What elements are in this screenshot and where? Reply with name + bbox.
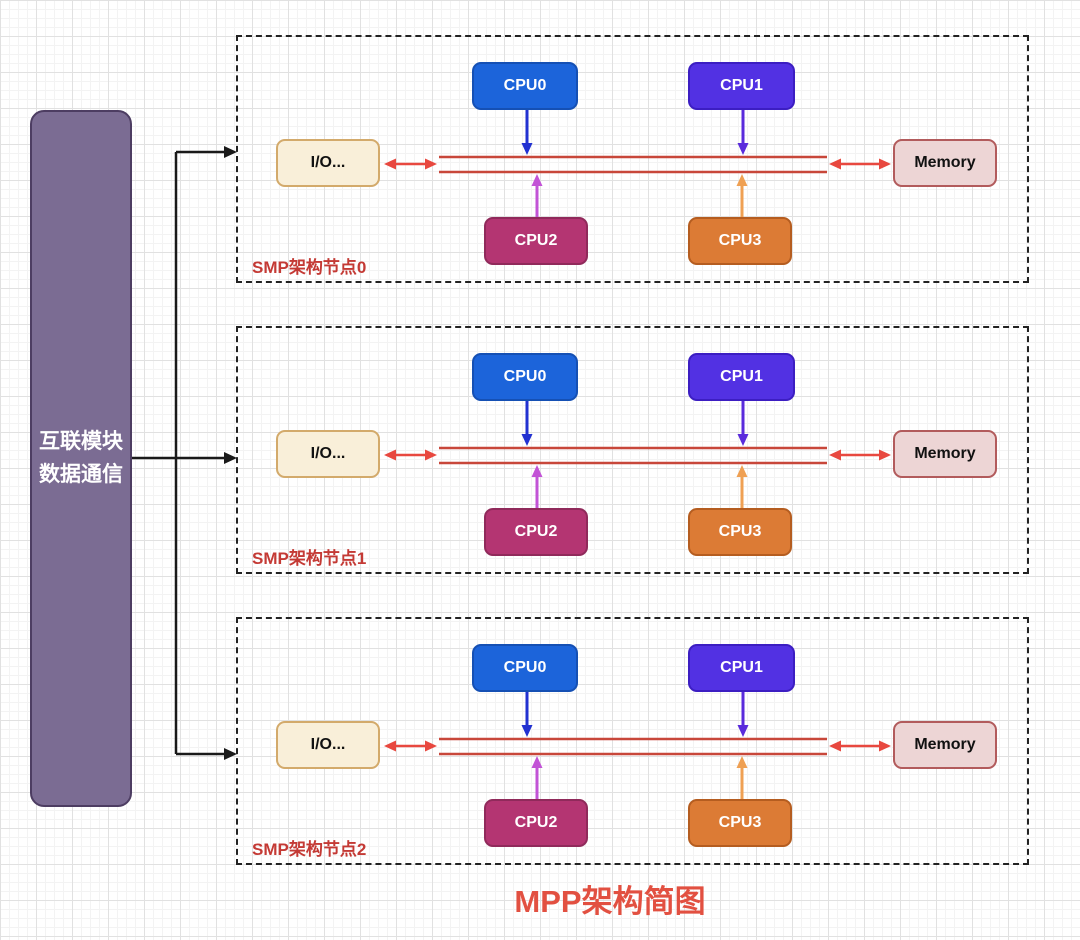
io-box: I/O... <box>276 139 380 187</box>
cpu3-up-arrow-icon <box>736 756 748 799</box>
io-bus-double-arrow-icon <box>384 449 437 461</box>
cpu2-up-arrow-icon <box>531 174 543 217</box>
smp-node-0: CPU0 CPU1 I/O... Memory CPU2 CPU3 SMP架构节… <box>236 35 1029 283</box>
cpu3-box: CPU3 <box>688 508 792 556</box>
node1-label: SMP架构节点1 <box>252 549 367 568</box>
node2-label: SMP架构节点2 <box>252 840 367 859</box>
memory-box: Memory <box>893 430 997 478</box>
interconnect-label-line2: 数据通信 <box>39 462 123 486</box>
cpu1-box: CPU1 <box>688 62 795 110</box>
io-bus-double-arrow-icon <box>384 740 437 752</box>
cpu0-down-arrow-icon <box>521 401 533 446</box>
memory-bus-double-arrow-icon <box>829 449 891 461</box>
cpu2-up-arrow-icon <box>531 465 543 508</box>
cpu1-down-arrow-icon <box>737 110 749 155</box>
cpu2-box: CPU2 <box>484 508 588 556</box>
smp-node-2: CPU0 CPU1 I/O... Memory CPU2 CPU3 SMP架构节… <box>236 617 1029 865</box>
memory-bus-double-arrow-icon <box>829 158 891 170</box>
cpu0-box: CPU0 <box>472 353 578 401</box>
cpu1-box: CPU1 <box>688 353 795 401</box>
memory-box: Memory <box>893 721 997 769</box>
cpu2-up-arrow-icon <box>531 756 543 799</box>
memory-bus-double-arrow-icon <box>829 740 891 752</box>
cpu0-down-arrow-icon <box>521 110 533 155</box>
interconnect-label-line1: 互联模块 <box>39 429 123 453</box>
cpu3-box: CPU3 <box>688 217 792 265</box>
diagram-title: MPP架构简图 <box>514 884 706 919</box>
node0-label: SMP架构节点0 <box>252 258 367 277</box>
cpu2-box: CPU2 <box>484 799 588 847</box>
cpu3-up-arrow-icon <box>736 465 748 508</box>
cpu1-down-arrow-icon <box>737 401 749 446</box>
cpu3-up-arrow-icon <box>736 174 748 217</box>
io-box: I/O... <box>276 721 380 769</box>
io-bus-double-arrow-icon <box>384 158 437 170</box>
cpu3-box: CPU3 <box>688 799 792 847</box>
bus-lines <box>439 155 827 174</box>
bus-lines <box>439 737 827 756</box>
cpu2-box: CPU2 <box>484 217 588 265</box>
cpu0-down-arrow-icon <box>521 692 533 737</box>
cpu1-box: CPU1 <box>688 644 795 692</box>
memory-box: Memory <box>893 139 997 187</box>
smp-node-1: CPU0 CPU1 I/O... Memory CPU2 CPU3 SMP架构节… <box>236 326 1029 574</box>
cpu0-box: CPU0 <box>472 62 578 110</box>
bus-lines <box>439 446 827 465</box>
cpu1-down-arrow-icon <box>737 692 749 737</box>
cpu0-box: CPU0 <box>472 644 578 692</box>
interconnect-module: 互联模块 数据通信 <box>30 110 132 807</box>
io-box: I/O... <box>276 430 380 478</box>
